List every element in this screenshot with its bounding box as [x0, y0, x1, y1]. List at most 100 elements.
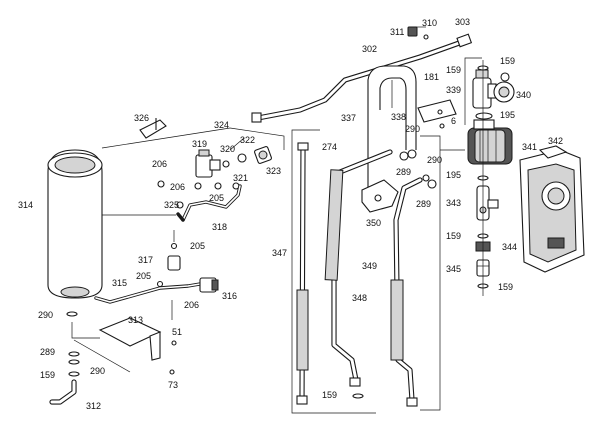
screw-51 — [171, 340, 177, 346]
clip-311 — [407, 26, 418, 37]
label-337: 337 — [341, 113, 356, 123]
label-340: 340 — [516, 90, 531, 100]
label-338: 338 — [391, 112, 406, 122]
label-159d: 159 — [498, 282, 513, 292]
casing-342 — [519, 145, 585, 273]
valve-317 — [167, 255, 181, 271]
label-159f: 159 — [322, 390, 337, 400]
label-6: 6 — [451, 116, 456, 126]
bracket-313 — [98, 317, 162, 361]
seal-195-top — [475, 112, 493, 120]
label-290a: 290 — [405, 124, 420, 134]
label-206c: 206 — [184, 300, 199, 310]
pipe-347 — [296, 142, 309, 405]
label-323: 323 — [266, 166, 281, 176]
valve-323 — [254, 146, 272, 164]
seal-289-c — [68, 351, 80, 357]
label-311: 311 — [390, 27, 404, 37]
label-159b: 159 — [500, 56, 515, 66]
label-290c: 290 — [38, 310, 53, 320]
nut-290-d — [68, 359, 80, 365]
pipe-349 — [390, 177, 423, 407]
screw-73 — [169, 369, 175, 375]
label-341: 341 — [522, 142, 537, 152]
valve-319 — [195, 149, 221, 178]
seal-159-e — [68, 371, 80, 377]
bracket-350 — [361, 179, 399, 213]
label-313: 313 — [128, 315, 143, 325]
label-316: 316 — [222, 291, 237, 301]
label-315: 315 — [112, 278, 127, 288]
label-326: 326 — [134, 113, 149, 123]
pipe-315 — [94, 282, 202, 304]
label-290d: 290 — [90, 366, 105, 376]
elbow-312 — [49, 379, 77, 405]
label-206b: 206 — [170, 182, 185, 192]
pipe-302 — [251, 33, 473, 123]
label-310: 310 — [422, 18, 437, 28]
label-348: 348 — [352, 293, 367, 303]
label-314: 314 — [18, 200, 33, 210]
nut-290-b — [422, 174, 430, 182]
label-205c: 205 — [136, 271, 151, 281]
frame-337 — [367, 65, 417, 195]
label-205b: 205 — [190, 241, 205, 251]
seal-159-top — [500, 72, 510, 82]
label-206a: 206 — [152, 159, 167, 169]
label-274: 274 — [322, 142, 337, 152]
washer-206-b — [214, 182, 222, 190]
label-342: 342 — [548, 136, 563, 146]
label-73: 73 — [168, 380, 178, 390]
pipe-318 — [176, 184, 242, 222]
nut-290-a — [407, 149, 417, 159]
seal-289-b — [427, 179, 437, 189]
washer-205-b — [170, 242, 178, 250]
washer-205-c — [156, 280, 164, 288]
label-181: 181 — [424, 72, 439, 82]
label-324: 324 — [214, 120, 229, 130]
part-322 — [237, 153, 247, 163]
label-321: 321 — [233, 173, 248, 183]
pipe-348 — [324, 149, 393, 387]
label-159e: 159 — [40, 370, 55, 380]
tank-314 — [47, 149, 103, 299]
seal-159-f — [352, 393, 364, 399]
part-labels: 303 310 311 302 181 339 159 159 340 337 … — [18, 17, 563, 411]
screw-310 — [423, 34, 429, 40]
screw-6 — [439, 123, 445, 129]
part-320 — [222, 160, 230, 168]
label-289c: 289 — [40, 347, 55, 357]
label-289b: 289 — [416, 199, 431, 209]
bracket-326 — [139, 118, 167, 139]
label-344: 344 — [502, 242, 517, 252]
label-317: 317 — [138, 255, 153, 265]
label-205a: 205 — [209, 193, 224, 203]
seal-289-a — [399, 151, 409, 161]
label-289a: 289 — [396, 167, 411, 177]
label-303: 303 — [455, 17, 470, 27]
valve-head-340 — [493, 81, 515, 103]
valve-316 — [199, 277, 219, 293]
label-159c: 159 — [446, 231, 461, 241]
label-195b: 195 — [446, 170, 461, 180]
label-159a: 159 — [446, 65, 461, 75]
label-51: 51 — [172, 327, 182, 337]
label-347: 347 — [272, 248, 287, 258]
label-339: 339 — [446, 85, 461, 95]
label-318: 318 — [212, 222, 227, 232]
label-345: 345 — [446, 264, 461, 274]
label-302: 302 — [362, 44, 377, 54]
label-312: 312 — [86, 401, 101, 411]
label-290b: 290 — [427, 155, 442, 165]
label-320: 320 — [220, 144, 235, 154]
bracket-181 — [417, 99, 457, 123]
label-195a: 195 — [500, 110, 515, 120]
washer-206-a — [194, 182, 202, 190]
pump-housing-339 — [472, 69, 497, 109]
nut-325 — [176, 201, 184, 209]
pump-motor-341 — [467, 119, 513, 165]
valve-343 — [476, 185, 499, 221]
label-350: 350 — [366, 218, 381, 228]
label-322: 322 — [240, 135, 255, 145]
nut-290-c — [66, 311, 78, 317]
